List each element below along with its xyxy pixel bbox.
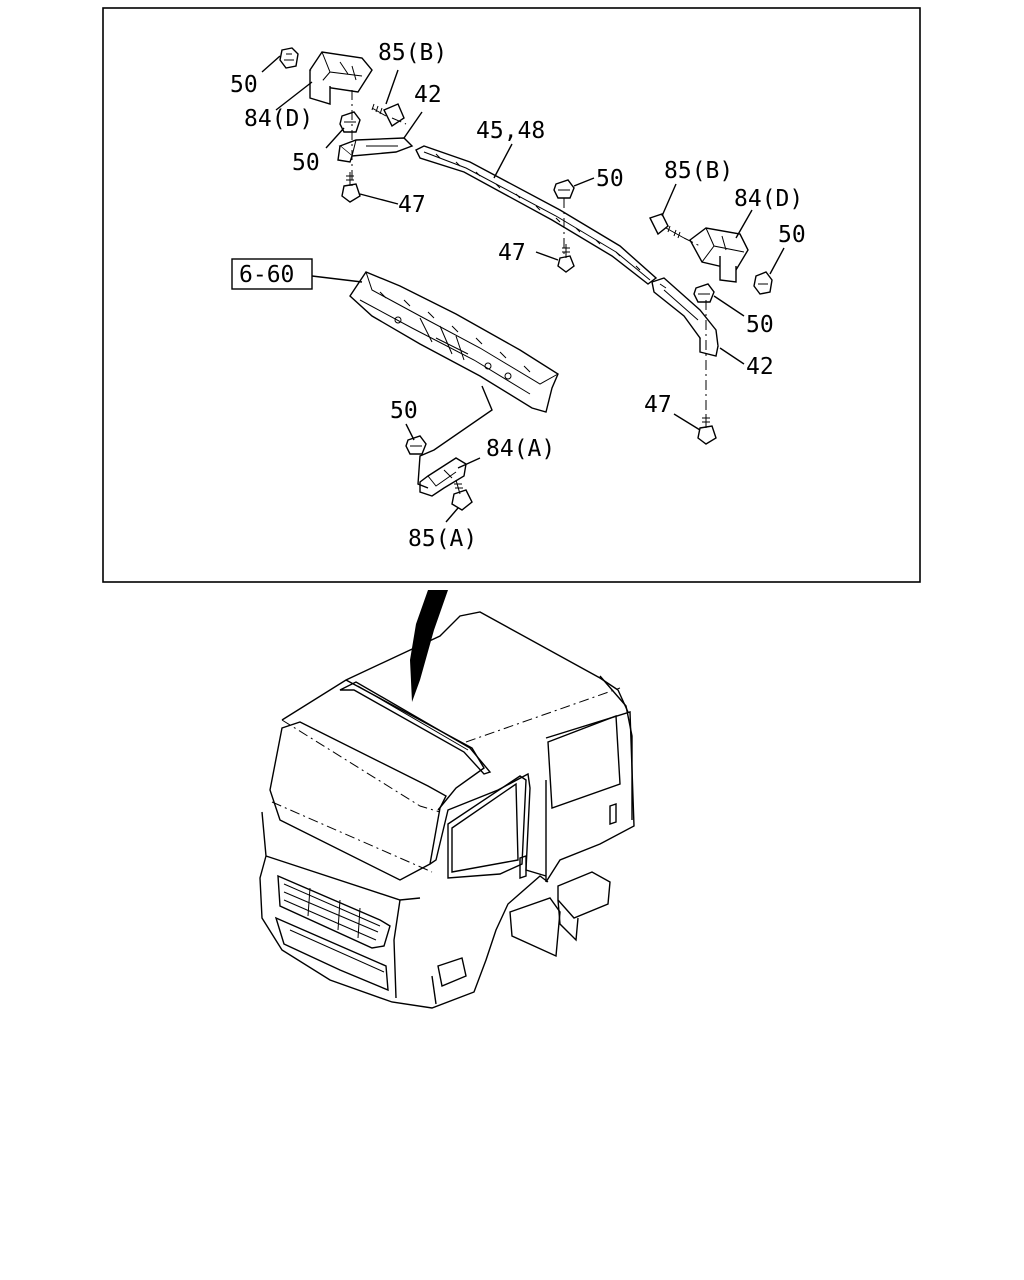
reference-6-60: 6-60 — [239, 262, 294, 288]
screw-85b-right — [649, 213, 685, 239]
callout-50-right-lower: 50 — [746, 312, 774, 338]
callout-45-48: 45,48 — [476, 118, 545, 144]
assembly-line-screw-r — [683, 237, 701, 247]
support-42-right — [651, 277, 719, 357]
callout-50-right: 50 — [778, 222, 806, 248]
callout-50-left-mid: 50 — [292, 150, 320, 176]
callout-47-center: 47 — [498, 240, 526, 266]
detail-pointer — [410, 590, 448, 702]
truck-cab-illustration — [259, 590, 635, 1009]
callout-85b-right: 85(B) — [664, 158, 733, 184]
bolt-47-left — [341, 172, 361, 203]
roof-front-panel — [349, 271, 559, 413]
screw-85a — [451, 479, 473, 511]
callout-84a: 84(A) — [486, 436, 555, 462]
callout-50-top-left: 50 — [230, 72, 258, 98]
reference-box — [231, 258, 313, 290]
assembly-line-screw-l — [391, 117, 407, 125]
callout-50-bottom: 50 — [390, 398, 418, 424]
bracket-84a — [419, 457, 467, 497]
nut-50-center — [553, 179, 575, 199]
support-42-left — [337, 137, 414, 163]
bolt-47-center — [557, 244, 575, 273]
panel-link-line — [417, 385, 493, 489]
callout-50-center: 50 — [596, 166, 624, 192]
detail-frame — [102, 7, 921, 583]
callout-42-left: 42 — [414, 82, 442, 108]
roof-molding-45-48 — [415, 145, 658, 285]
callout-47-right: 47 — [644, 392, 672, 418]
nut-50-right — [693, 283, 715, 303]
callout-85a: 85(A) — [408, 526, 477, 552]
callout-47-left: 47 — [398, 192, 426, 218]
callout-85b-left: 85(B) — [378, 40, 447, 66]
callout-42-right: 42 — [746, 354, 774, 380]
leader-lines — [261, 55, 785, 523]
clip-50-top-left — [279, 47, 299, 69]
nut-50-bottom — [405, 435, 427, 455]
bolt-47-right — [697, 414, 717, 445]
callout-84d-right: 84(D) — [734, 186, 803, 212]
callout-84d-left: 84(D) — [244, 106, 313, 132]
clip-50-right — [753, 271, 773, 295]
bracket-84d-right — [689, 227, 749, 283]
nut-50-left — [339, 111, 361, 133]
